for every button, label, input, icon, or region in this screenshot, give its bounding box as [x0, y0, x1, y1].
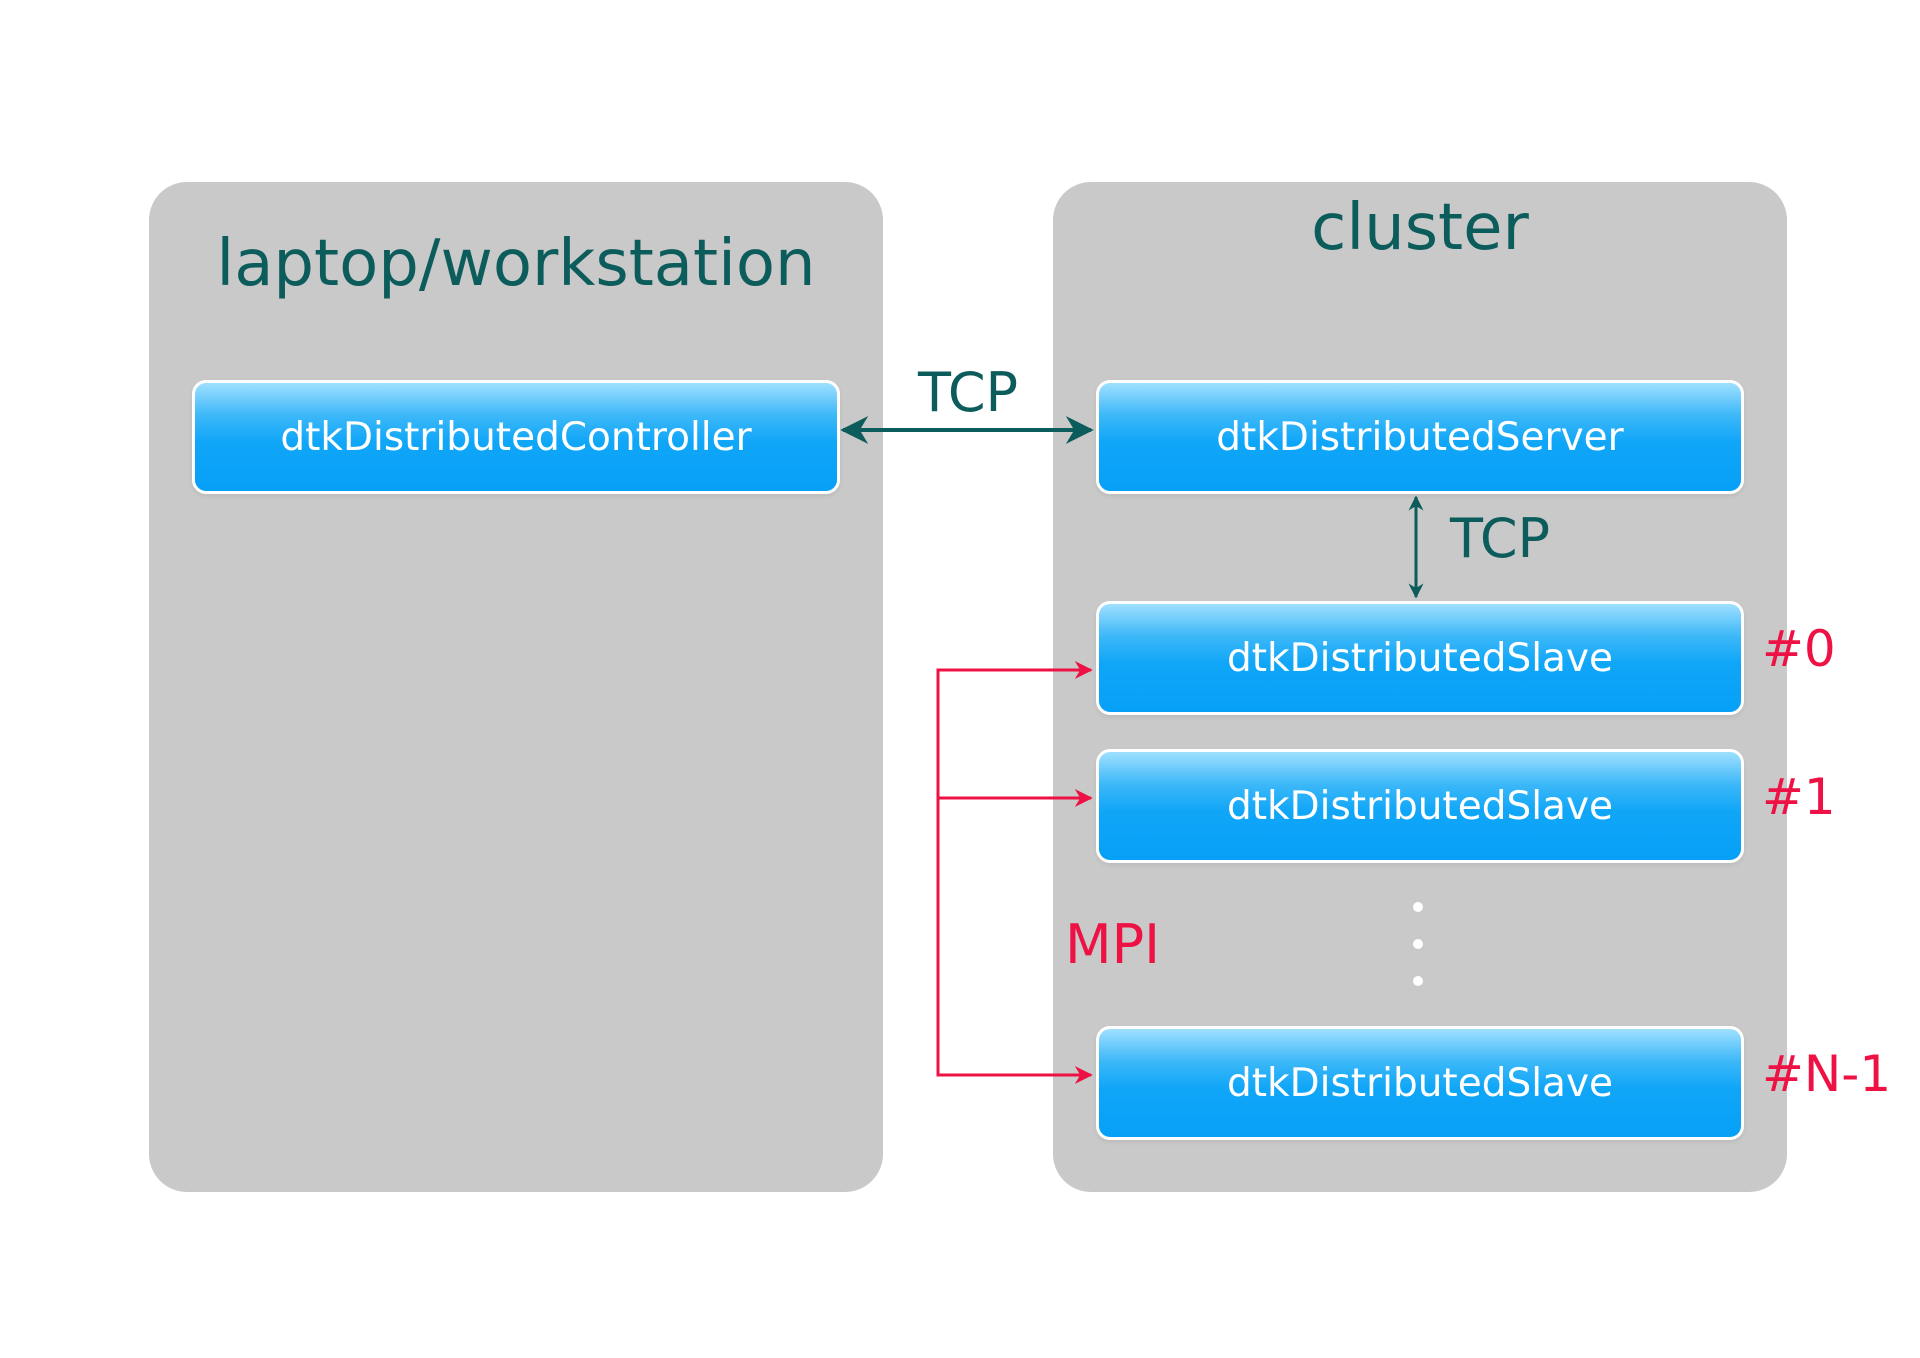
distributed-slave-1-node: dtkDistributedSlave: [1096, 749, 1744, 863]
distributed-server-node: dtkDistributedServer: [1096, 380, 1744, 494]
distributed-slave-0-node: dtkDistributedSlave: [1096, 601, 1744, 715]
distributed-slave-n-node: dtkDistributedSlave: [1096, 1026, 1744, 1140]
ellipsis-dot: [1413, 976, 1423, 986]
laptop-workstation-panel: laptop/workstation: [149, 182, 883, 1192]
tcp-label: TCP: [918, 361, 1019, 424]
tcp-label: TCP: [1450, 507, 1551, 570]
slave-index-label: #0: [1762, 620, 1836, 678]
distributed-controller-node: dtkDistributedController: [192, 380, 840, 494]
cluster-title: cluster: [1311, 191, 1529, 265]
ellipsis-dot: [1413, 902, 1423, 912]
mpi-label: MPI: [1065, 913, 1161, 976]
slave-index-label: #1: [1762, 768, 1836, 826]
slave-index-label: #N-1: [1762, 1045, 1892, 1103]
laptop-workstation-title: laptop/workstation: [216, 227, 816, 301]
ellipsis-dot: [1413, 939, 1423, 949]
